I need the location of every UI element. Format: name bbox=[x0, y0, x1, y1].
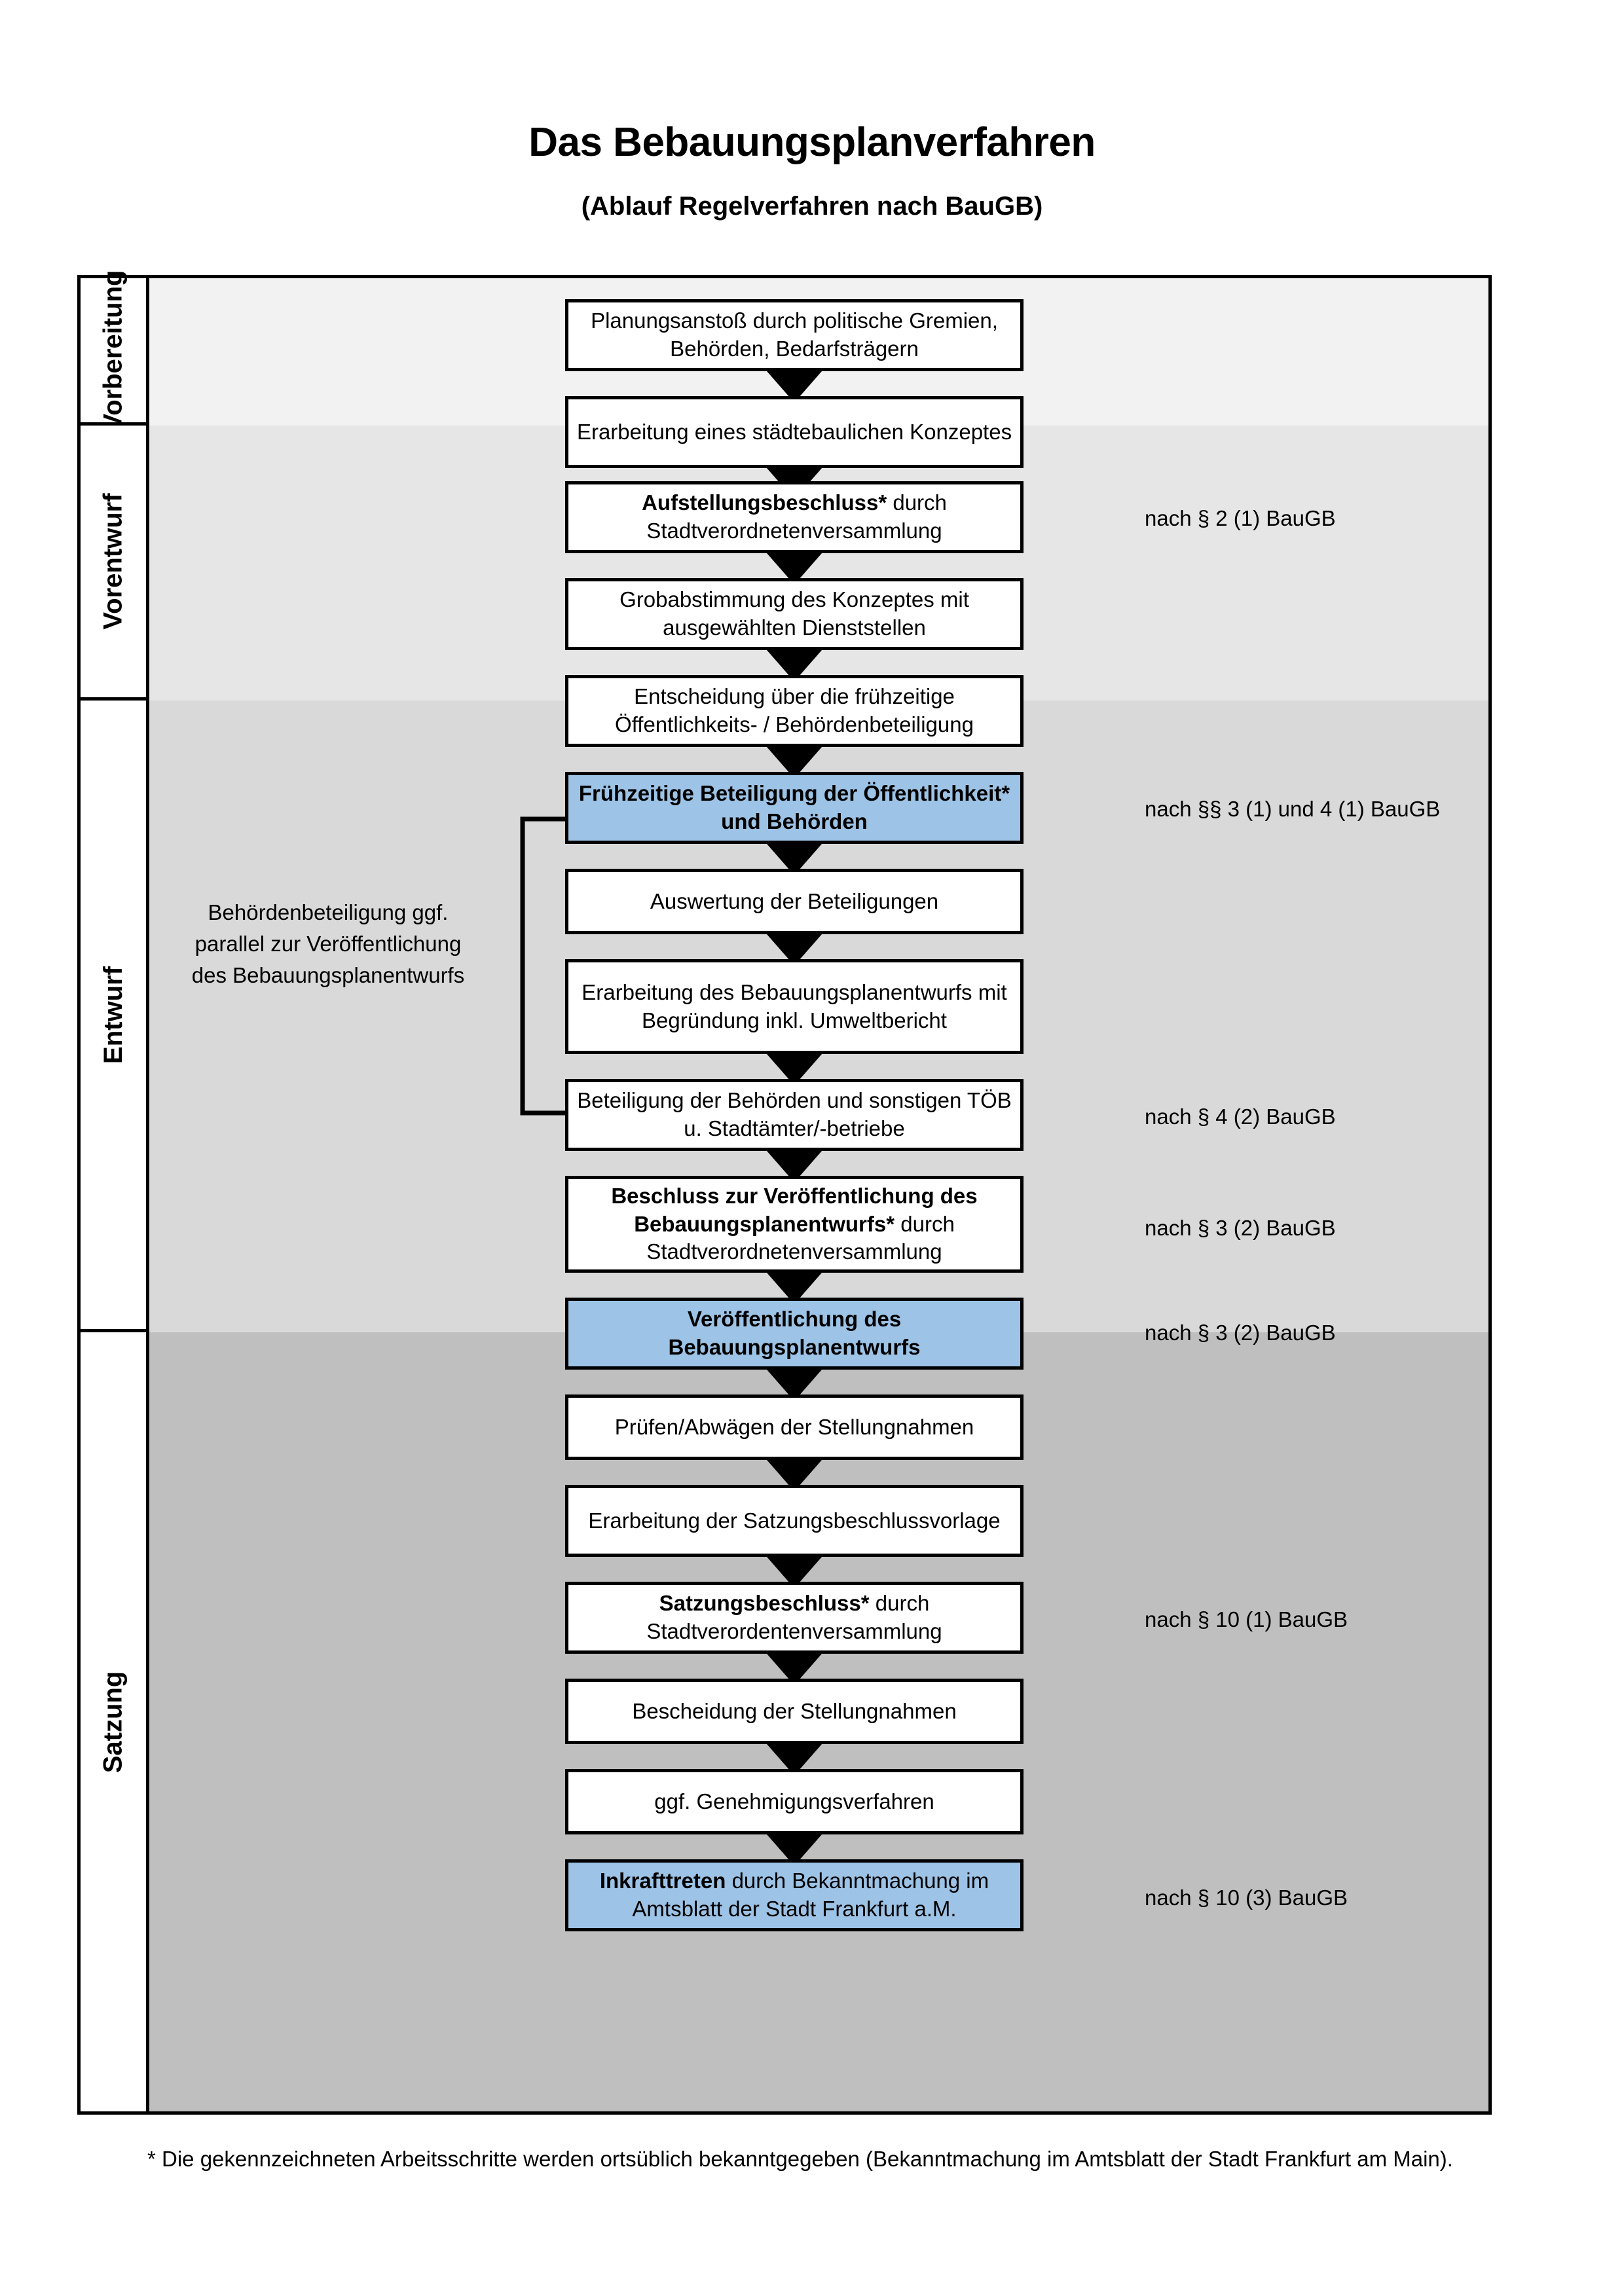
step-plain-part: Entscheidung über die frühzeitige Öffent… bbox=[615, 684, 974, 737]
step-text: Bescheidung der Stellungnahmen bbox=[632, 1698, 956, 1726]
step-text: Inkrafttreten durch Bekanntmachung im Am… bbox=[575, 1867, 1014, 1923]
phase-label-text: Satzung bbox=[98, 1671, 128, 1773]
step-text: Aufstellungsbeschluss* durch Stadtverord… bbox=[575, 489, 1014, 545]
step-box-grobabstimmung[interactable]: Grobabstimmung des Konzeptes mit ausgewä… bbox=[565, 578, 1024, 650]
page-header: Das Bebauungsplanverfahren (Ablauf Regel… bbox=[0, 0, 1624, 221]
step-box-inkrafttreten[interactable]: Inkrafttreten durch Bekanntmachung im Am… bbox=[565, 1859, 1024, 1931]
phase-label-vorentwurf: Vorentwurf bbox=[81, 426, 146, 701]
step-bold-part: Frühzeitige Beteiligung der Öffentlichke… bbox=[578, 781, 1010, 833]
step-box-satzungsbeschluss[interactable]: Satzungsbeschluss* durch Stadtverordente… bbox=[565, 1582, 1024, 1654]
phase-label-text: Vorentwurf bbox=[98, 493, 128, 630]
phase-column-divider bbox=[146, 278, 149, 2111]
step-plain-part: Grobabstimmung des Konzeptes mit ausgewä… bbox=[619, 587, 969, 640]
reference-par3-2-veroeffentlichung: nach § 3 (2) BauGB bbox=[1145, 1321, 1336, 1345]
phase-label-satzung: Satzung bbox=[81, 1332, 146, 2111]
step-plain-part: Erarbeitung des Bebauungsplanentwurfs mi… bbox=[581, 979, 1007, 1032]
step-box-pruefen-abwaegen[interactable]: Prüfen/Abwägen der Stellungnahmen bbox=[565, 1394, 1024, 1460]
step-text: Erarbeitung des Bebauungsplanentwurfs mi… bbox=[575, 979, 1014, 1035]
step-plain-part: durch Bekanntmachung im Amtsblatt der St… bbox=[632, 1868, 989, 1921]
step-plain-part: Erarbeitung der Satzungsbeschlussvorlage bbox=[588, 1508, 1001, 1533]
footnote-asterisk: * Die gekennzeichneten Arbeitsschritte w… bbox=[147, 2147, 1453, 2171]
step-text: Erarbeitung der Satzungsbeschlussvorlage bbox=[588, 1507, 1000, 1535]
step-text: Grobabstimmung des Konzeptes mit ausgewä… bbox=[575, 586, 1014, 642]
step-text: Frühzeitige Beteiligung der Öffentlichke… bbox=[575, 780, 1014, 836]
step-bold-part: Aufstellungsbeschluss* bbox=[642, 490, 887, 515]
step-box-veroeffentlichung-entwurf[interactable]: Veröffentlichung des Bebauungsplanentwur… bbox=[565, 1298, 1024, 1370]
phase-label-text: Entwurf bbox=[98, 966, 128, 1064]
step-box-aufstellungsbeschluss[interactable]: Aufstellungsbeschluss* durch Stadtverord… bbox=[565, 481, 1024, 553]
step-plain-part: Erarbeitung eines städtebaulichen Konzep… bbox=[576, 419, 1012, 444]
step-box-beteiligung-behoerden-toeb[interactable]: Beteiligung der Behörden und sonstigen T… bbox=[565, 1079, 1024, 1151]
step-text: Planungsanstoß durch politische Gremien,… bbox=[575, 307, 1014, 363]
step-plain-part: Planungsanstoß durch politische Gremien,… bbox=[591, 308, 998, 361]
step-box-staedtebauliches-konzept[interactable]: Erarbeitung eines städtebaulichen Konzep… bbox=[565, 396, 1024, 468]
step-box-entscheidung-fruehzeitige[interactable]: Entscheidung über die frühzeitige Öffent… bbox=[565, 675, 1024, 747]
reference-par10-1: nach § 10 (1) BauGB bbox=[1145, 1607, 1348, 1631]
phase-label-text: Vorbereitung bbox=[98, 270, 128, 431]
step-text: Erarbeitung eines städtebaulichen Konzep… bbox=[577, 418, 1012, 446]
step-plain-part: durch Stadtverordentenversammlung bbox=[646, 1591, 942, 1643]
step-text: ggf. Genehmigungsverfahren bbox=[654, 1788, 934, 1816]
step-box-bescheidung-stellungnahmen[interactable]: Bescheidung der Stellungnahmen bbox=[565, 1679, 1024, 1744]
step-box-fruehzeitige-beteiligung[interactable]: Frühzeitige Beteiligung der Öffentlichke… bbox=[565, 772, 1024, 844]
step-plain-part: Bescheidung der Stellungnahmen bbox=[632, 1698, 957, 1723]
phase-label-vorbereitung: Vorbereitung bbox=[81, 270, 146, 431]
page-subtitle: (Ablauf Regelverfahren nach BauGB) bbox=[581, 192, 1043, 221]
step-box-genehmigungsverfahren[interactable]: ggf. Genehmigungsverfahren bbox=[565, 1769, 1024, 1834]
step-plain-part: Beteiligung der Behörden und sonstigen T… bbox=[577, 1088, 1012, 1140]
side-note-behoerdenbeteiligung: Behördenbeteiligung ggf. parallel zur Ve… bbox=[191, 900, 465, 987]
step-box-erarbeitung-satzungsvorlage[interactable]: Erarbeitung der Satzungsbeschlussvorlage bbox=[565, 1485, 1024, 1557]
step-plain-part: durch Stadtverordnetenversammlung bbox=[646, 490, 947, 543]
step-bold-part: Beschluss zur Veröffentlichung des Bebau… bbox=[611, 1183, 978, 1236]
reference-par2-1: nach § 2 (1) BauGB bbox=[1145, 506, 1336, 530]
phase-label-entwurf: Entwurf bbox=[81, 701, 146, 1332]
step-plain-part: Auswertung der Beteiligungen bbox=[650, 888, 939, 913]
step-plain-part: ggf. Genehmigungsverfahren bbox=[654, 1789, 934, 1813]
reference-par3-2-beschluss: nach § 3 (2) BauGB bbox=[1145, 1216, 1336, 1240]
step-text: Prüfen/Abwägen der Stellungnahmen bbox=[615, 1413, 974, 1442]
step-text: Beschluss zur Veröffentlichung des Bebau… bbox=[575, 1182, 1014, 1267]
step-text: Entscheidung über die frühzeitige Öffent… bbox=[575, 683, 1014, 739]
step-text: Auswertung der Beteiligungen bbox=[650, 888, 938, 916]
step-text: Satzungsbeschluss* durch Stadtverordente… bbox=[575, 1590, 1014, 1646]
step-text: Veröffentlichung des Bebauungsplanentwur… bbox=[575, 1305, 1014, 1362]
reference-par10-3: nach § 10 (3) BauGB bbox=[1145, 1886, 1348, 1910]
step-box-beschluss-veroeffentlichung[interactable]: Beschluss zur Veröffentlichung des Bebau… bbox=[565, 1176, 1024, 1273]
reference-par3-1-4-1: nach §§ 3 (1) und 4 (1) BauGB bbox=[1145, 797, 1441, 821]
step-box-erarbeitung-entwurf[interactable]: Erarbeitung des Bebauungsplanentwurfs mi… bbox=[565, 959, 1024, 1054]
step-box-planungsanstoss[interactable]: Planungsanstoß durch politische Gremien,… bbox=[565, 299, 1024, 371]
step-box-auswertung-beteiligungen[interactable]: Auswertung der Beteiligungen bbox=[565, 869, 1024, 934]
step-text: Beteiligung der Behörden und sonstigen T… bbox=[575, 1087, 1014, 1143]
step-bold-part: Satzungsbeschluss* bbox=[659, 1591, 870, 1616]
step-plain-part: durch Stadtverordnetenversammlung bbox=[646, 1211, 955, 1264]
step-bold-part: Inkrafttreten bbox=[599, 1868, 726, 1893]
page-title: Das Bebauungsplanverfahren bbox=[528, 120, 1096, 165]
flowchart-frame: Vorbereitung Vorentwurf Entwurf Satzung … bbox=[77, 270, 1492, 2115]
reference-par4-2: nach § 4 (2) BauGB bbox=[1145, 1104, 1336, 1129]
step-bold-part: Veröffentlichung des Bebauungsplanentwur… bbox=[668, 1307, 921, 1359]
step-plain-part: Prüfen/Abwägen der Stellungnahmen bbox=[614, 1414, 974, 1439]
